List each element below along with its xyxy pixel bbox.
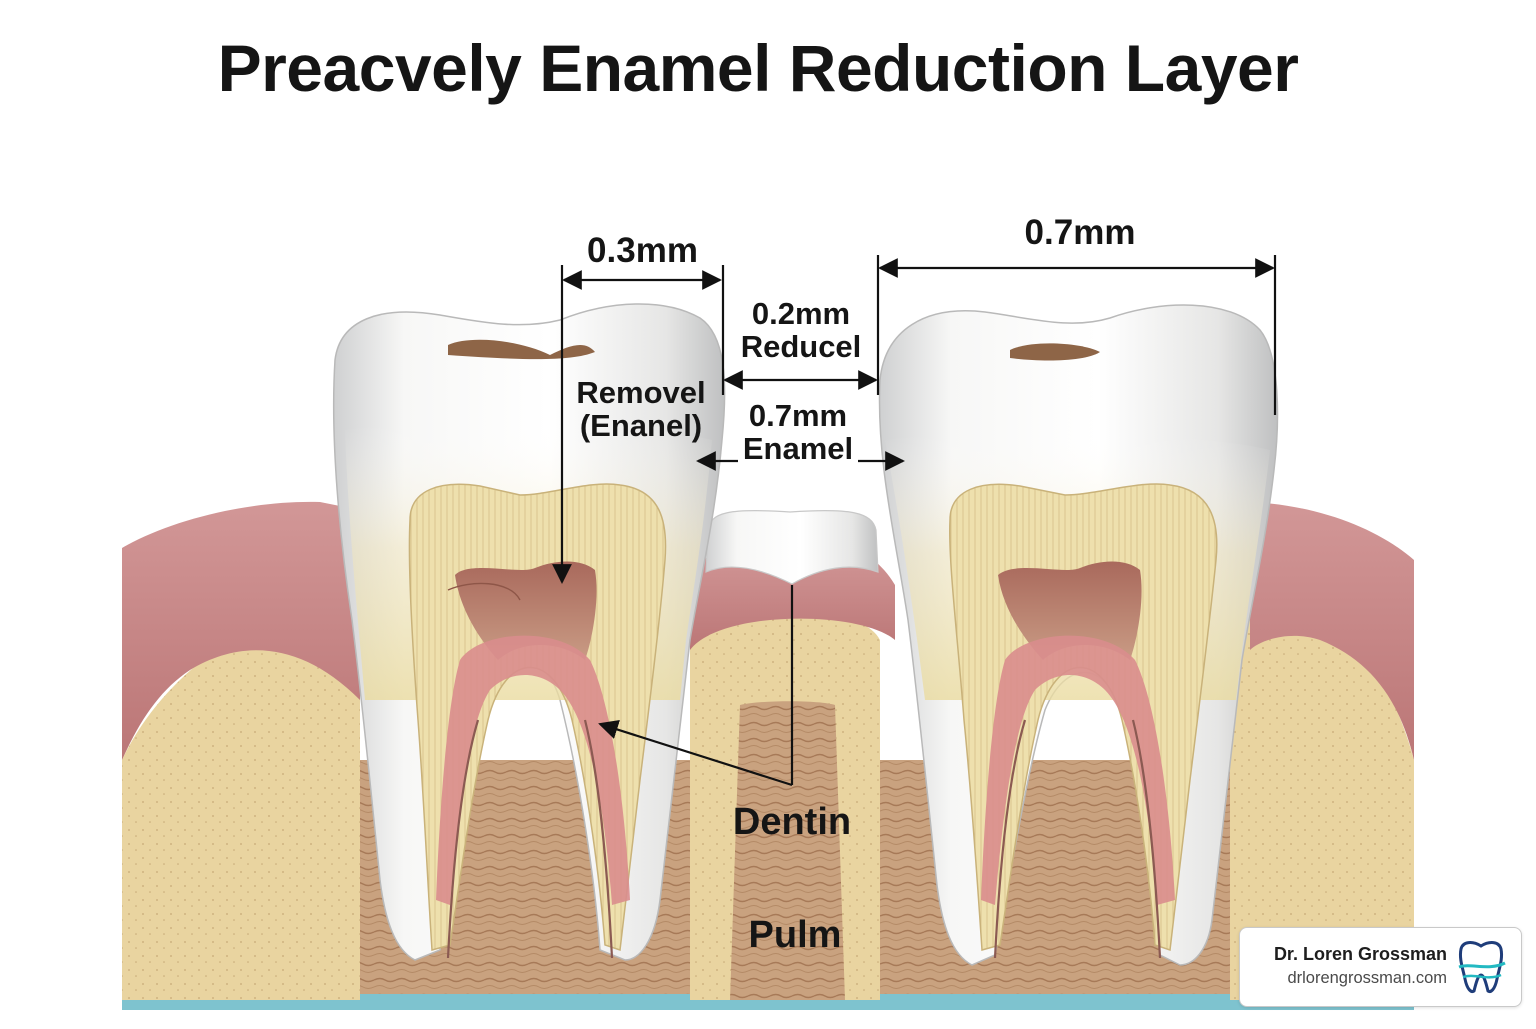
label-enamel: 0.7mm Enamel bbox=[730, 398, 866, 466]
brand-url: drlorengrossman.com bbox=[1287, 969, 1447, 987]
gum-right bbox=[1250, 502, 1414, 760]
middle-root-tissue bbox=[730, 701, 845, 1000]
label-reduce-value: 0.2mm bbox=[751, 296, 851, 331]
brand-name: Dr. Loren Grossman bbox=[1273, 944, 1447, 964]
middle-stump-enamel bbox=[705, 510, 879, 585]
label-reduce: 0.2mm Reducel bbox=[725, 296, 877, 364]
bone-right bbox=[1230, 610, 1414, 1000]
label-removel: Removel (Enanel) bbox=[560, 375, 722, 443]
gum-left bbox=[122, 501, 360, 760]
dentin-pointer bbox=[598, 719, 793, 787]
brand-badge: Dr. Loren Grossman drlorengrossman.com bbox=[1239, 927, 1522, 1007]
right-tooth bbox=[878, 304, 1279, 966]
label-left-width: 0.3mm bbox=[587, 231, 698, 270]
label-right-width: 0.7mm bbox=[1024, 213, 1136, 252]
label-pulm: Pulm bbox=[748, 914, 842, 956]
diagram-title: Preacvely Enamel Reduction Layer bbox=[217, 31, 1299, 105]
label-enamel-value: 0.7mm bbox=[748, 398, 848, 433]
blood-supply-strip bbox=[122, 994, 1414, 1010]
left-tooth bbox=[332, 303, 726, 961]
label-reduce-text: Reducel bbox=[740, 328, 862, 364]
label-enamel-text: Enamel bbox=[742, 430, 854, 466]
label-removel-text: Removel bbox=[576, 375, 706, 410]
tooth-icon bbox=[1458, 941, 1506, 993]
bone-left bbox=[122, 610, 360, 1000]
label-dentin: Dentin bbox=[732, 801, 852, 843]
label-removel-sub: (Enanel) bbox=[579, 407, 703, 443]
